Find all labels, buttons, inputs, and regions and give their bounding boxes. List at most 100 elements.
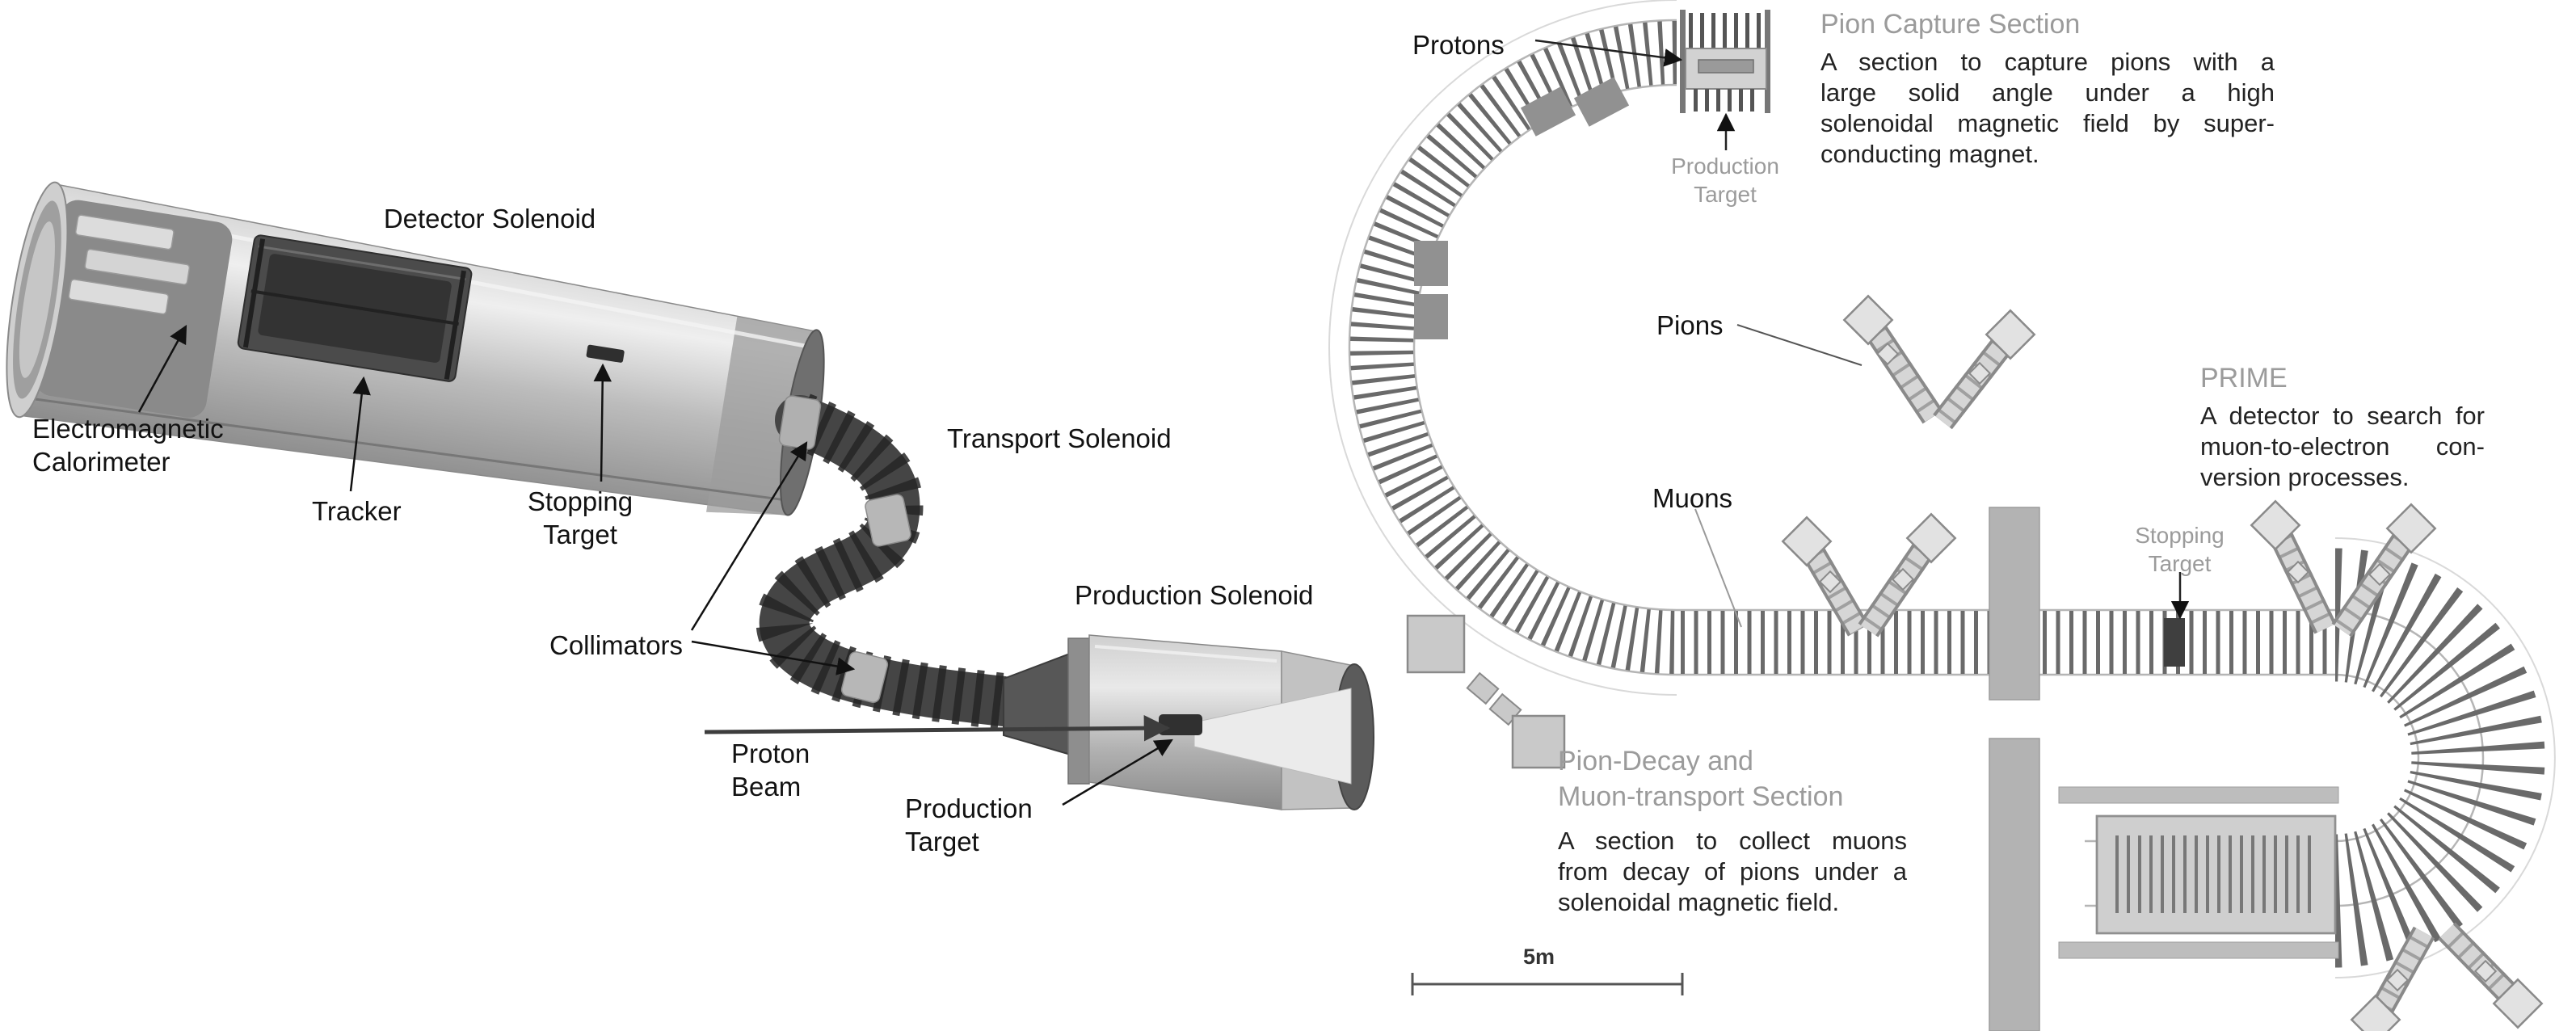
label-protons: Protons bbox=[1412, 30, 1505, 60]
label-line: Target bbox=[2148, 551, 2212, 576]
desc-line: version processes. bbox=[2200, 463, 2410, 491]
instrument-diamond bbox=[2250, 499, 2301, 551]
arrow-collimator-lower bbox=[691, 640, 856, 675]
shield-wall-art bbox=[1989, 507, 2040, 1031]
arc-inner-edge bbox=[1412, 83, 1677, 612]
yoke-block bbox=[1414, 241, 1448, 286]
desc-line: A section to collect muons bbox=[1558, 827, 1907, 855]
label-line: Electromagnetic bbox=[32, 414, 224, 444]
label-transport-solenoid: Transport Solenoid bbox=[947, 423, 1172, 453]
production-highlight bbox=[1094, 645, 1277, 663]
detector-bar-top bbox=[2058, 786, 2339, 804]
label-proton-beam: Proton Beam bbox=[731, 737, 810, 804]
collimator-collar-2 bbox=[865, 494, 911, 547]
scale-bar bbox=[1411, 973, 1684, 995]
detector-bar-bottom bbox=[2058, 941, 2339, 959]
production-target-rod bbox=[1698, 59, 1754, 74]
label-line: Target bbox=[905, 827, 979, 857]
production-target-assembly-art bbox=[1680, 10, 1770, 113]
desc-line: A section to capture pions with a bbox=[1820, 48, 2275, 76]
production-nozzle bbox=[1003, 650, 1077, 758]
heading-line: Muon-transport Section bbox=[1558, 781, 1844, 812]
desc-line: conducting magnet. bbox=[1820, 140, 2039, 168]
instrument-joint bbox=[2368, 562, 2392, 587]
yoke-block bbox=[1573, 77, 1630, 127]
loop-outer-contour bbox=[2334, 537, 2556, 978]
shield-wall-upper bbox=[1989, 507, 2040, 701]
label-pions: Pions bbox=[1656, 310, 1724, 340]
solenoid-mouth-inner bbox=[19, 221, 55, 378]
prime-detector-body bbox=[2095, 814, 2337, 935]
instrument-diamond bbox=[2492, 978, 2544, 1029]
heading-pion-decay: Pion-Decay and Muon-transport Section bbox=[1558, 743, 1843, 814]
prime-detector-art bbox=[2058, 786, 2339, 959]
loop-coil-fan bbox=[2333, 548, 2545, 968]
production-solenoid-art bbox=[1003, 634, 1374, 810]
pointer-pions bbox=[1736, 324, 1863, 366]
instrument-diamond bbox=[1781, 516, 1833, 567]
production-inner-cone bbox=[1193, 688, 1352, 785]
yokes-art bbox=[1414, 77, 1630, 339]
label-muons: Muons bbox=[1652, 483, 1733, 513]
monitor-box bbox=[1406, 614, 1466, 674]
arc-outer-contour bbox=[1328, 0, 1677, 696]
instrument-diamond bbox=[1842, 294, 1894, 346]
collimator-collar-1 bbox=[778, 395, 822, 450]
instrument-units-art bbox=[1406, 294, 2544, 1031]
label-line: Stopping bbox=[527, 486, 633, 516]
label-line: Beam bbox=[731, 772, 802, 802]
instrument-joint bbox=[1875, 342, 1900, 366]
label-stopping-target-right: Stopping Target bbox=[2121, 521, 2238, 578]
pointer-muons bbox=[1694, 508, 1742, 628]
label-stopping-target-left: Stopping Target bbox=[524, 485, 637, 552]
instrument-diamond bbox=[2350, 994, 2401, 1031]
stopping-target-block bbox=[2164, 618, 2185, 667]
tracker-art bbox=[237, 234, 473, 382]
right-pointer-lines bbox=[1534, 39, 2190, 628]
detector-solenoid-art bbox=[6, 181, 825, 516]
instrument-unit bbox=[1781, 516, 1869, 637]
arrow-tracker bbox=[349, 376, 371, 492]
beam-monitor-device bbox=[1406, 614, 1566, 769]
scale-bar-label: 5m bbox=[1523, 945, 1555, 969]
instrument-joint bbox=[2385, 968, 2410, 992]
label-em-calorimeter: Electromagnetic Calorimeter bbox=[32, 412, 224, 479]
instrument-diamond bbox=[1905, 512, 1957, 564]
label-collimators: Collimators bbox=[549, 630, 684, 660]
label-line: Target bbox=[1694, 182, 1757, 207]
label-line: Proton bbox=[731, 739, 810, 768]
arrow-production-target bbox=[1062, 739, 1173, 806]
instrument-unit bbox=[2350, 926, 2435, 1031]
pointer-protons bbox=[1534, 39, 1683, 67]
arc-outer-edge bbox=[1348, 19, 1677, 676]
instrument-unit bbox=[2438, 922, 2544, 1029]
instrument-diamond bbox=[2385, 503, 2437, 554]
shield-wall-lower bbox=[1989, 738, 2040, 1031]
label-production-target-top: Production Target bbox=[1665, 152, 1786, 208]
desc-pion-decay: A section to collect muons from decay of… bbox=[1558, 826, 1907, 918]
label-line: Production bbox=[1671, 154, 1779, 179]
desc-pion-capture: A section to capture pions with a large … bbox=[1820, 47, 2275, 170]
desc-line: muon-to-electron con- bbox=[2200, 432, 2485, 461]
assembly-wall bbox=[1765, 10, 1770, 113]
production-target-art bbox=[1159, 714, 1202, 735]
desc-prime: A detector to search for muon-to-electro… bbox=[2200, 401, 2485, 493]
yoke-block bbox=[1520, 86, 1576, 137]
assembly-wall bbox=[1680, 10, 1686, 113]
instrument-joint bbox=[2473, 959, 2498, 983]
return-loop-art bbox=[2333, 537, 2556, 978]
stopping-target-art bbox=[586, 344, 625, 363]
left-annotation-arrows bbox=[137, 325, 1173, 806]
prime-detector-outline bbox=[2095, 814, 2337, 935]
instrument-unit bbox=[2250, 499, 2337, 634]
transport-tube bbox=[759, 395, 1029, 726]
label-line: Calorimeter bbox=[32, 447, 170, 478]
em-calorimeter-art bbox=[68, 214, 191, 315]
cylinder-shadow-line bbox=[32, 398, 786, 502]
instrument-unit bbox=[2331, 503, 2437, 638]
monitor-box bbox=[1511, 714, 1566, 769]
heading-line: Pion-Decay and bbox=[1558, 746, 1753, 776]
production-collar bbox=[1067, 638, 1090, 785]
